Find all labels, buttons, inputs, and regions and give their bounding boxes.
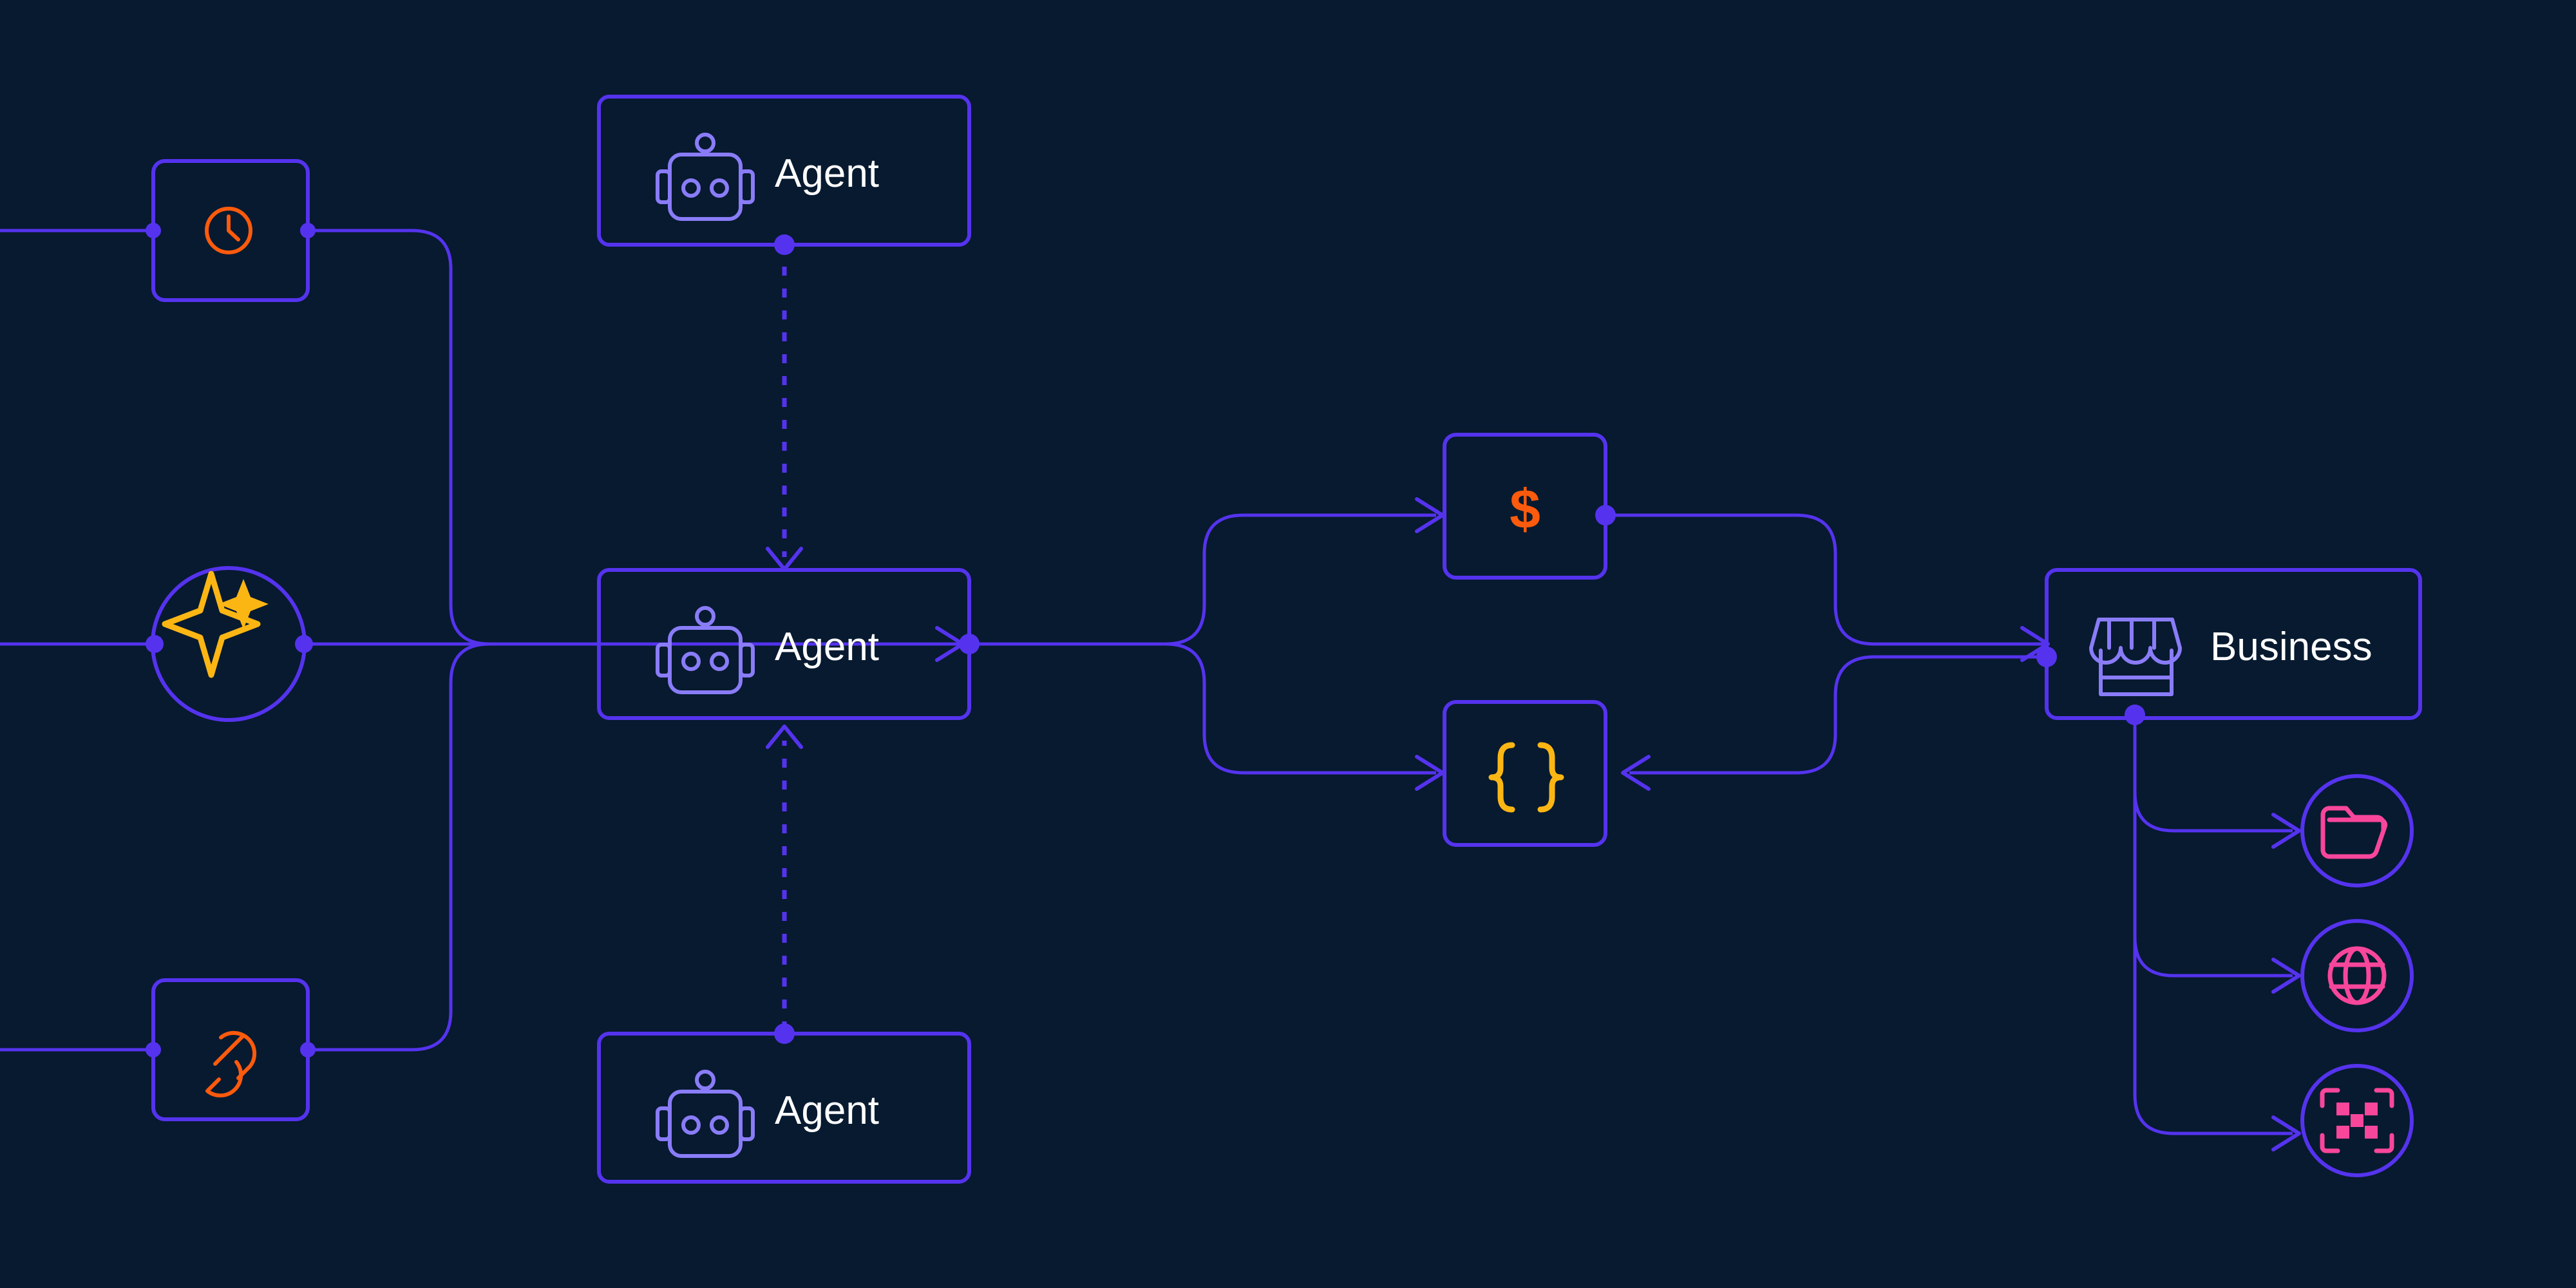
port-schedule-out[interactable] — [300, 223, 316, 238]
arrowhead-into-web — [2271, 958, 2301, 994]
tool-node-payment[interactable]: $ — [1443, 433, 1616, 580]
arrowhead-into-code-right — [1621, 755, 1651, 791]
robot-icon — [656, 133, 755, 221]
arrowhead-into-scan — [2271, 1115, 2301, 1151]
port-business-out-bottom[interactable] — [2125, 705, 2145, 725]
agent-middle-label: Agent — [775, 625, 879, 669]
trigger-webhook[interactable] — [146, 978, 316, 1121]
edge-trunk-to-files — [2133, 791, 2293, 833]
link-icon — [205, 1030, 257, 1098]
output-node-web[interactable] — [2300, 919, 2414, 1032]
agent-node-top[interactable]: Agent — [597, 95, 971, 255]
port-business-out-left[interactable] — [2036, 647, 2057, 667]
agent-top-label: Agent — [775, 151, 879, 196]
qr-scan-icon — [2320, 1088, 2394, 1153]
port-ai-out[interactable] — [295, 635, 313, 653]
port-payment-out[interactable] — [1595, 505, 1616, 526]
port-webhook-out[interactable] — [300, 1042, 316, 1057]
agent-bottom-label: Agent — [775, 1088, 879, 1133]
business-label: Business — [2210, 625, 2372, 669]
clock-icon — [205, 207, 252, 254]
robot-icon — [656, 1070, 755, 1158]
dollar-icon: $ — [1510, 478, 1540, 540]
edge-payment-to-business — [1607, 513, 2045, 646]
folder-icon — [2320, 806, 2388, 859]
port-agent-middle-out[interactable] — [959, 634, 980, 654]
agent-node-bottom[interactable]: Agent — [597, 1023, 971, 1184]
port-agent-top-out[interactable] — [774, 234, 795, 255]
trigger-schedule[interactable] — [146, 159, 316, 302]
port-webhook-in[interactable] — [146, 1042, 161, 1057]
edge-agent-to-payment — [972, 513, 1436, 646]
tool-node-code[interactable] — [1443, 700, 1607, 847]
sparkles-icon — [162, 571, 269, 678]
edge-business-to-code — [1629, 655, 2045, 775]
agent-node-middle[interactable]: Agent — [597, 568, 980, 720]
arrowhead-into-agent-middle-bottom — [766, 724, 803, 749]
globe-icon — [2327, 946, 2387, 1005]
edge-agent-to-code — [972, 642, 1436, 775]
output-node-scan[interactable] — [2300, 1064, 2414, 1177]
output-node-files[interactable] — [2300, 774, 2414, 887]
edge-schedule-to-agent — [306, 229, 490, 646]
trigger-ai[interactable] — [146, 566, 313, 722]
port-ai-in[interactable] — [146, 635, 164, 653]
storefront-icon — [2089, 618, 2182, 696]
edge-trunk-to-web — [2133, 936, 2293, 978]
port-agent-bottom-out[interactable] — [774, 1023, 795, 1044]
braces-icon — [1488, 742, 1564, 813]
edge-business-trunk — [2133, 715, 2293, 1135]
edge-layer — [0, 229, 2301, 1151]
port-schedule-in[interactable] — [146, 223, 161, 238]
robot-icon — [656, 606, 755, 694]
arrowhead-into-files — [2271, 813, 2301, 849]
edge-webhook-to-agent — [306, 642, 490, 1052]
business-node[interactable]: Business — [2036, 568, 2422, 725]
